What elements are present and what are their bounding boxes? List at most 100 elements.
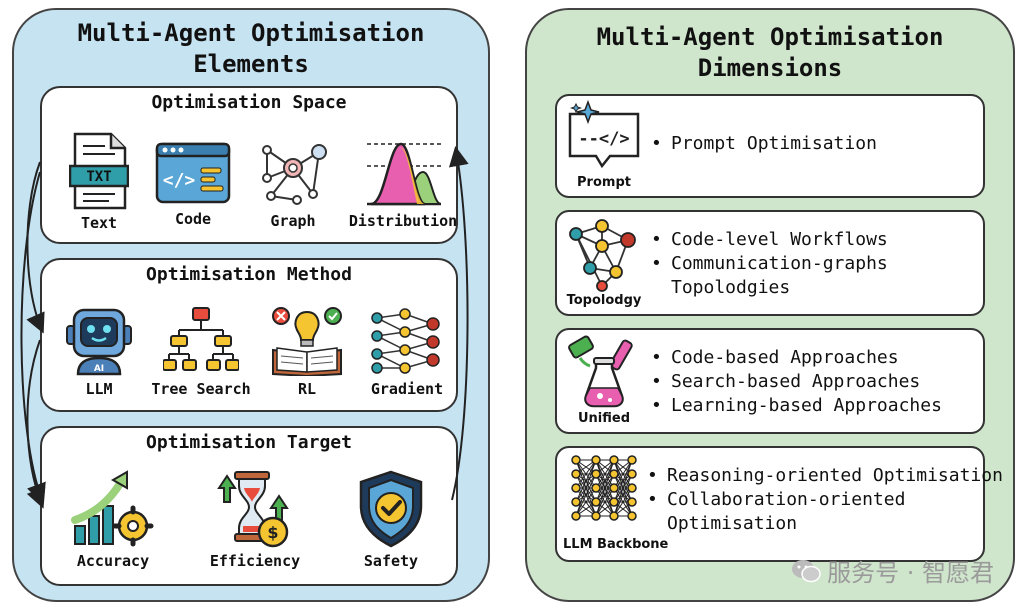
dimension-backbone-bullets: Reasoning-oriented Optimisation Collabor… <box>647 464 1003 536</box>
network-node <box>609 497 619 507</box>
dimension-prompt-icon-wrap: --</> Prompt <box>563 100 645 190</box>
dimension-prompt: --</> Prompt Prompt Optimisation <box>555 94 985 198</box>
list-item-continuation: Topolodgies <box>671 277 791 298</box>
dimension-prompt-label: Prompt <box>577 175 631 190</box>
dimension-unified-bullets: Code-based Approaches Search-based Appro… <box>651 346 942 418</box>
network-node <box>591 469 601 479</box>
space-item-text: TXT Text <box>44 132 154 232</box>
network-node <box>571 511 581 521</box>
optimisation-target-title: Optimisation Target <box>146 432 352 453</box>
network-node <box>571 483 581 493</box>
optimisation-method-box: Optimisation Method AI LLM <box>40 258 458 412</box>
space-label-text: Text <box>80 214 118 232</box>
network-node <box>591 511 601 521</box>
hourglass-dollar-icon: $ <box>217 471 289 548</box>
method-item-gradient: Gradient <box>352 306 462 398</box>
lightbulb-book-icon <box>272 307 342 376</box>
dimensions-title-line1: Multi-Agent Optimisation <box>596 23 944 51</box>
network-node <box>609 469 619 479</box>
robot-icon: AI <box>66 308 132 376</box>
growth-chart-gear-icon <box>71 470 154 547</box>
list-item: Reasoning-oriented Optimisation <box>647 464 1003 488</box>
list-item: Code-level Workflows <box>651 228 888 252</box>
method-label-llm: LLM <box>85 380 113 398</box>
dimension-llm-backbone: LLM Backbone Reasoning-oriented Optimisa… <box>555 446 1003 562</box>
elements-title-line1: Multi-Agent Optimisation <box>77 19 425 47</box>
dimensions-title-line2: Dimensions <box>697 54 843 82</box>
network-node <box>571 497 581 507</box>
space-label-graph: Graph <box>270 212 316 230</box>
list-item: Learning-based Approaches <box>651 394 942 418</box>
list-item: Prompt Optimisation <box>651 132 877 156</box>
code-badge: </> <box>163 170 196 191</box>
dimension-topology-label: Topolodgy <box>566 293 642 308</box>
network-node <box>609 483 619 493</box>
dimension-topology-icon-wrap: Topolodgy <box>563 216 645 308</box>
dimensions-panel: Multi-Agent Optimisation Dimensions --</… <box>525 8 1015 602</box>
network-node <box>627 469 637 479</box>
neural-gradient-icon <box>371 308 440 374</box>
space-item-distribution: Distribution <box>348 136 458 230</box>
arrow-space-to-method <box>26 161 45 334</box>
target-item-efficiency: $ Efficiency <box>200 468 310 570</box>
topology-network-icon <box>569 219 636 292</box>
optimisation-space-title: Optimisation Space <box>151 92 347 113</box>
network-node <box>571 469 581 479</box>
shield-check-icon <box>359 470 423 548</box>
prompt-bubble-icon: --</> <box>568 100 640 169</box>
watermark: 服务号 · 智愿君 <box>791 553 994 588</box>
dimension-topology: Topolodgy Code-level Workflows Communica… <box>555 210 985 316</box>
network-node <box>591 497 601 507</box>
space-item-code: </> Code <box>138 140 248 228</box>
method-item-tree-search: Tree Search <box>146 306 256 398</box>
dimension-unified: Unified Code-based Approaches Search-bas… <box>555 328 985 434</box>
network-node <box>609 511 619 521</box>
space-label-code: Code <box>174 210 212 228</box>
list-item: Collaboration-oriented <box>647 488 1003 512</box>
list-item: Communication-graphs <box>651 252 888 276</box>
graph-nodes-icon <box>262 144 327 205</box>
optimisation-method-title: Optimisation Method <box>146 264 352 285</box>
prompt-badge: --</> <box>578 129 629 149</box>
dense-network-icon <box>571 455 637 521</box>
target-label-accuracy: Accuracy <box>76 552 150 570</box>
arrow-target-to-space <box>448 146 469 501</box>
target-label-efficiency: Efficiency <box>209 552 301 570</box>
chemistry-flask-icon <box>568 335 633 408</box>
network-node <box>591 483 601 493</box>
ai-badge: AI <box>94 364 104 374</box>
dimension-backbone-label: LLM Backbone <box>563 537 669 552</box>
network-node <box>627 511 637 521</box>
elements-title-line2: Elements <box>193 50 309 78</box>
space-item-graph: Graph <box>238 138 348 230</box>
txt-badge: TXT <box>86 169 111 185</box>
network-node <box>627 497 637 507</box>
list-item: Search-based Approaches <box>651 370 942 394</box>
network-node <box>591 455 601 465</box>
target-item-accuracy: Accuracy <box>58 468 168 570</box>
method-item-llm: AI LLM <box>44 304 154 398</box>
network-node <box>627 455 637 465</box>
method-item-rl: RL <box>252 304 362 398</box>
target-item-safety: Safety <box>336 468 446 570</box>
dimension-unified-icon-wrap: Unified <box>563 334 645 426</box>
dimension-backbone-icon-wrap: LLM Backbone <box>563 452 669 552</box>
code-window-icon: </> <box>155 142 231 204</box>
method-label-tree-search: Tree Search <box>151 380 251 398</box>
dimension-unified-label: Unified <box>577 411 631 426</box>
dimension-prompt-bullets: Prompt Optimisation <box>651 132 877 156</box>
network-node <box>609 455 619 465</box>
distribution-curve-icon <box>367 142 442 206</box>
list-item: Code-based Approaches <box>651 346 942 370</box>
tree-hierarchy-icon <box>163 307 239 371</box>
txt-file-icon: TXT <box>69 132 129 210</box>
method-label-rl: RL <box>297 380 317 398</box>
wechat-icon <box>792 559 821 582</box>
method-label-gradient: Gradient <box>370 380 444 398</box>
target-label-safety: Safety <box>363 552 419 570</box>
watermark-text: 服务号 · 智愿君 <box>827 559 994 587</box>
network-node <box>571 455 581 465</box>
list-item-continuation: Optimisation <box>667 513 798 534</box>
network-node <box>627 483 637 493</box>
elements-panel: Multi-Agent Optimisation Elements Optimi… <box>12 8 490 602</box>
